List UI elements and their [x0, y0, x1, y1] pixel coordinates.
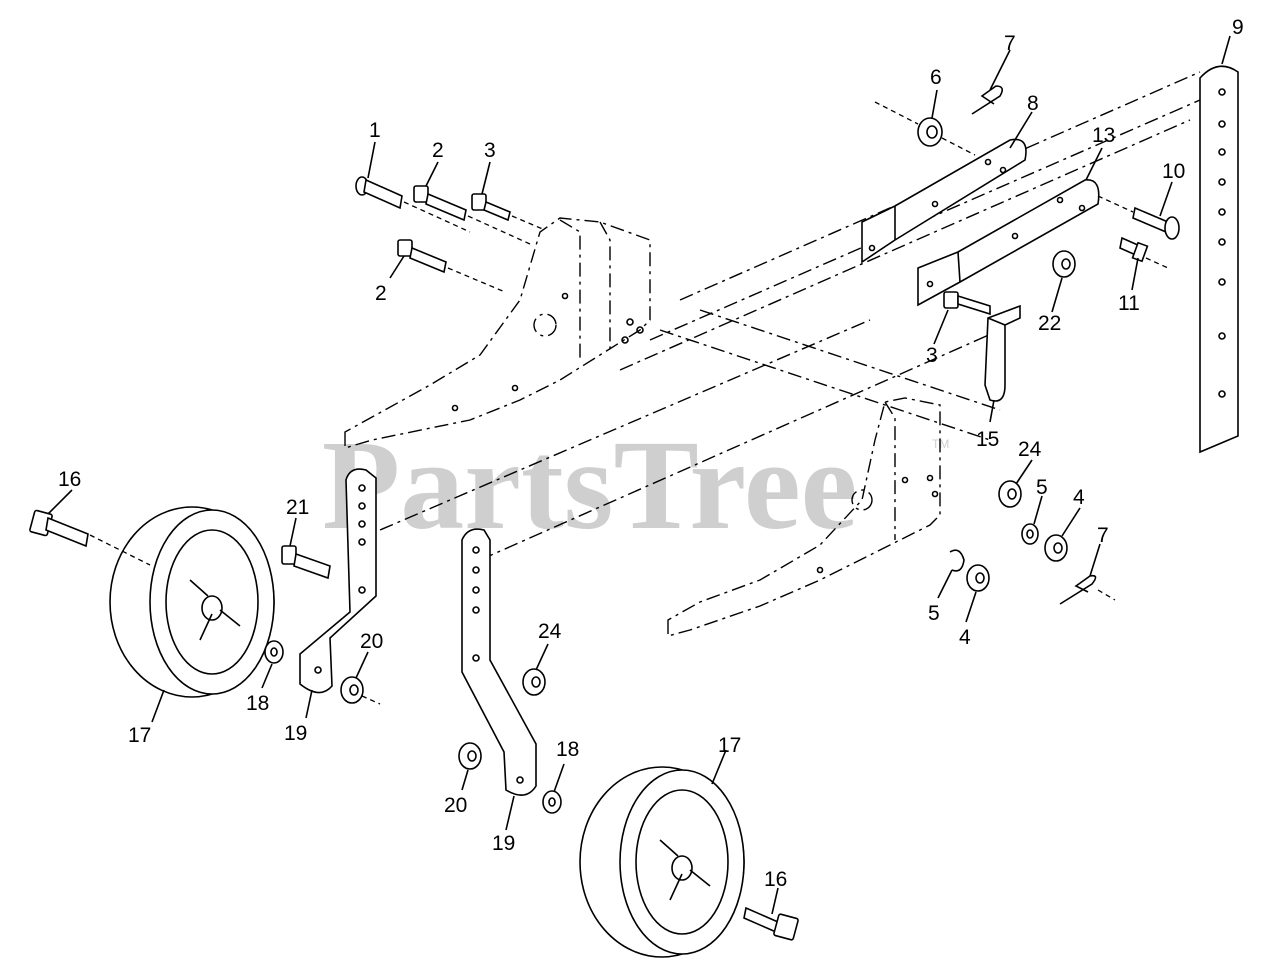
- callout-10: 10: [1162, 160, 1185, 183]
- callout-22: 22: [1038, 312, 1061, 335]
- callout-16: 16: [764, 868, 787, 891]
- callout-16: 16: [58, 468, 81, 491]
- callout-3: 3: [484, 139, 496, 162]
- nut-20-left: [340, 676, 381, 705]
- wheel-bracket-19-right: [461, 528, 537, 796]
- wheel-17-left: [89, 506, 275, 698]
- hairpin-clip-7-top: [971, 85, 1004, 115]
- bolt-2-upper: [413, 185, 531, 245]
- callout-20: 20: [444, 794, 467, 817]
- clip-15: [984, 304, 1021, 402]
- washer-18-left: [264, 640, 284, 664]
- bolt-11: [1119, 236, 1169, 269]
- plate-8: [861, 138, 1027, 264]
- washer-5-lower: [949, 549, 965, 572]
- wheel-17-right: [579, 766, 745, 958]
- callout-labels: 1 2 2 3 3 4 4 5 5 6 7 7 8 9 10 11 13 15 …: [58, 16, 1244, 891]
- right-frame-bracket: [667, 397, 941, 637]
- washer-5-right: [1021, 523, 1039, 545]
- nut-6: [874, 101, 976, 156]
- callout-4: 4: [1073, 486, 1085, 509]
- wheel-bracket-19-left: [299, 468, 377, 694]
- callout-4: 4: [959, 626, 971, 649]
- nut-22: [1052, 250, 1076, 278]
- bolt-21: [281, 545, 331, 580]
- callout-5: 5: [1036, 476, 1048, 499]
- callout-20: 20: [360, 630, 383, 653]
- callout-24: 24: [1018, 438, 1042, 461]
- bolt-2-lower: [397, 239, 506, 293]
- hairpin-clip-7-bottom: [1059, 574, 1116, 605]
- bolt-16-right: [743, 906, 799, 941]
- callout-7: 7: [1004, 32, 1016, 55]
- callout-7: 7: [1097, 524, 1109, 547]
- callout-18: 18: [556, 738, 579, 761]
- watermark: PartsTree: [322, 414, 857, 556]
- callout-19: 19: [284, 722, 307, 745]
- bolt-16-left: [29, 509, 89, 548]
- callout-5: 5: [928, 602, 940, 625]
- pin-10: [1097, 195, 1180, 240]
- callout-3: 3: [926, 344, 938, 367]
- bolt-3-right: [943, 291, 991, 316]
- depth-bar-9: [1199, 65, 1239, 454]
- bolt-3-left: [471, 193, 546, 231]
- callout-2: 2: [375, 282, 387, 305]
- callout-6: 6: [930, 66, 942, 89]
- callout-19: 19: [492, 832, 515, 855]
- callout-leaders: [47, 35, 1231, 915]
- callout-9: 9: [1232, 16, 1244, 39]
- callout-2: 2: [432, 139, 444, 162]
- callout-17: 17: [128, 724, 151, 747]
- nut-24-right: [998, 480, 1022, 508]
- callout-17: 17: [718, 734, 741, 757]
- left-frame-bracket: [344, 217, 651, 449]
- pin-1: [355, 176, 471, 233]
- callout-18: 18: [246, 692, 269, 715]
- washer-18-right: [542, 790, 562, 814]
- callout-11: 11: [1118, 292, 1140, 315]
- nut-4-lower: [966, 564, 990, 592]
- nut-4-right: [1044, 534, 1068, 562]
- callout-8: 8: [1027, 92, 1039, 115]
- callout-13: 13: [1092, 124, 1115, 147]
- callout-1: 1: [369, 119, 381, 142]
- nut-20-right: [458, 742, 482, 770]
- callout-21: 21: [286, 496, 309, 519]
- plate-13: [917, 179, 1100, 307]
- callout-15: 15: [976, 428, 999, 451]
- callout-24: 24: [538, 620, 562, 643]
- nut-24-left: [522, 668, 546, 696]
